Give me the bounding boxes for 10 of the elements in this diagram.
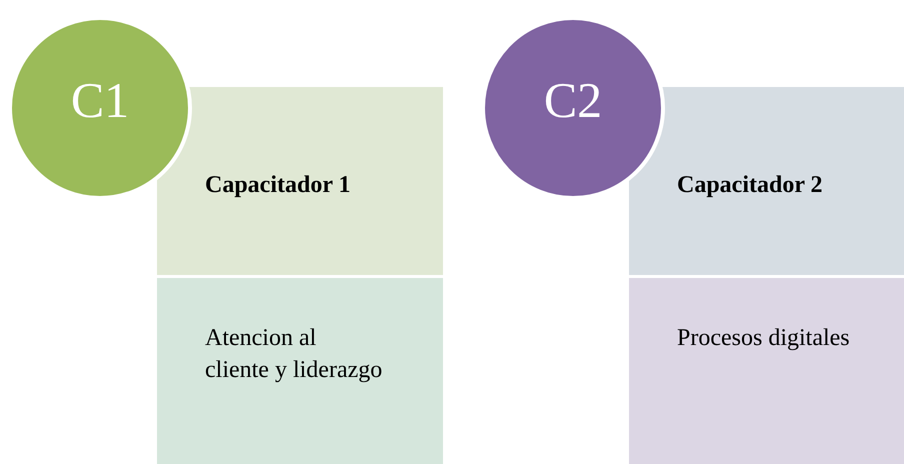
description: Atencion al cliente y liderazgo <box>205 324 384 385</box>
heading: Capacitador 2 <box>677 171 823 200</box>
badge-label: C2 <box>542 72 604 128</box>
heading: Capacitador 1 <box>205 171 351 200</box>
content-panel <box>629 278 904 464</box>
header-panel <box>629 87 904 275</box>
badge-label: C1 <box>70 72 130 128</box>
description: Procesos digitales <box>677 324 851 353</box>
header-panel <box>157 87 443 275</box>
content-panel <box>157 278 443 464</box>
